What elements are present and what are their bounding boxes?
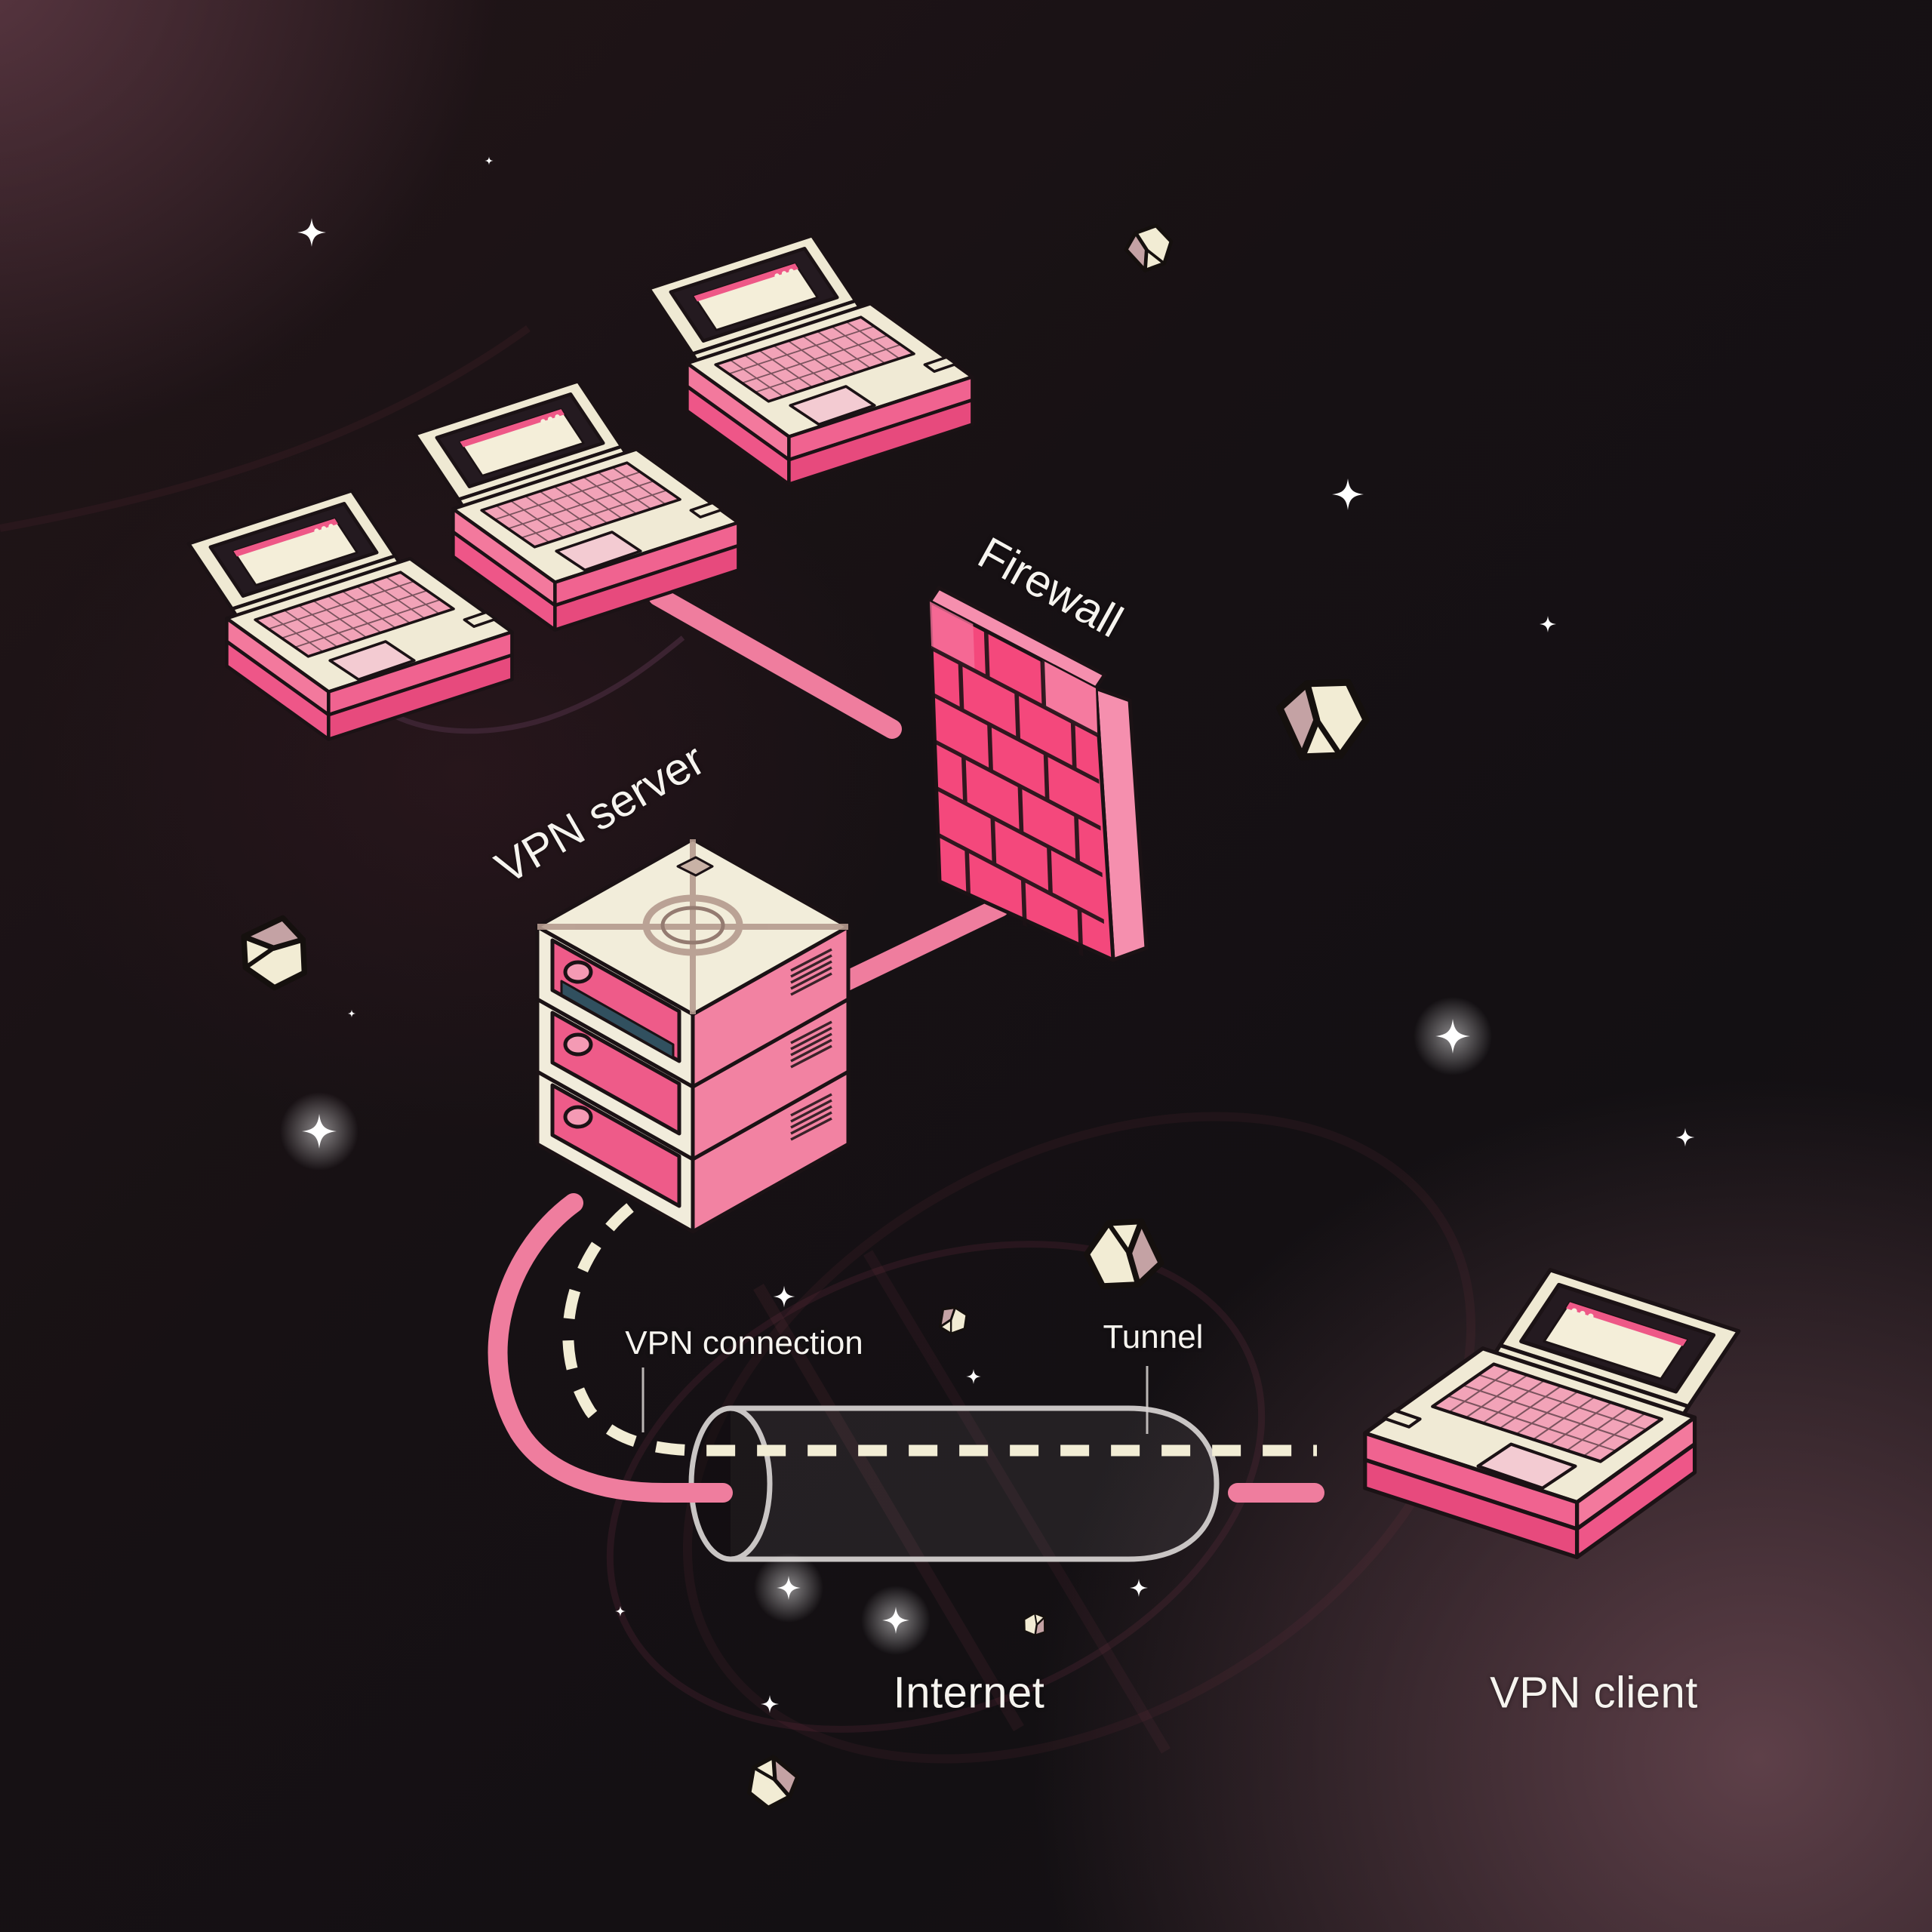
label-internet: Internet	[893, 1668, 1045, 1718]
rock-icon	[740, 1752, 804, 1812]
rock-icon	[931, 1300, 974, 1341]
sparkle-star-icon	[1675, 1128, 1695, 1147]
label-pointer-lines	[641, 1366, 1149, 1434]
rock-icon	[1275, 675, 1369, 763]
server-stack-icon	[535, 837, 851, 1234]
sparkle-star-icon	[1332, 478, 1364, 510]
sparkle-star-icon	[347, 1009, 356, 1018]
rock-icon	[1122, 223, 1176, 274]
sparkle-star-icon	[485, 156, 494, 165]
label-vpn-connection: VPN connection	[625, 1324, 863, 1361]
server-unit	[535, 924, 851, 1089]
label-vpn-client: VPN client	[1490, 1668, 1698, 1718]
rock-icon	[240, 915, 309, 990]
server-unit	[535, 1069, 851, 1234]
laptop-icon	[1365, 1270, 1739, 1558]
sparkle-star-icon	[773, 1285, 795, 1308]
link-laptops-firewall	[648, 586, 902, 739]
sparkle-star-icon	[1130, 1579, 1148, 1597]
sparkle-star-icon	[1540, 616, 1556, 632]
vpn-dashed-line	[562, 1203, 1317, 1457]
server-unit	[535, 997, 851, 1161]
laptop-icon	[649, 235, 972, 484]
rock-icon	[1018, 1607, 1053, 1641]
sparkle-star-icon	[966, 1369, 981, 1384]
vpn-pink-line	[488, 1193, 1324, 1503]
sparkle-star-icon	[297, 218, 326, 247]
tunnel-cylinder-icon	[688, 1405, 1220, 1562]
link-firewall-server	[824, 897, 1010, 997]
rock-icon	[1084, 1217, 1165, 1291]
network-links	[648, 586, 1010, 997]
sparkle-stars	[280, 156, 1695, 1713]
laptop-icon	[415, 381, 738, 629]
firewall-brick-wall-icon	[928, 586, 1149, 962]
label-tunnel: Tunnel	[1103, 1318, 1204, 1355]
